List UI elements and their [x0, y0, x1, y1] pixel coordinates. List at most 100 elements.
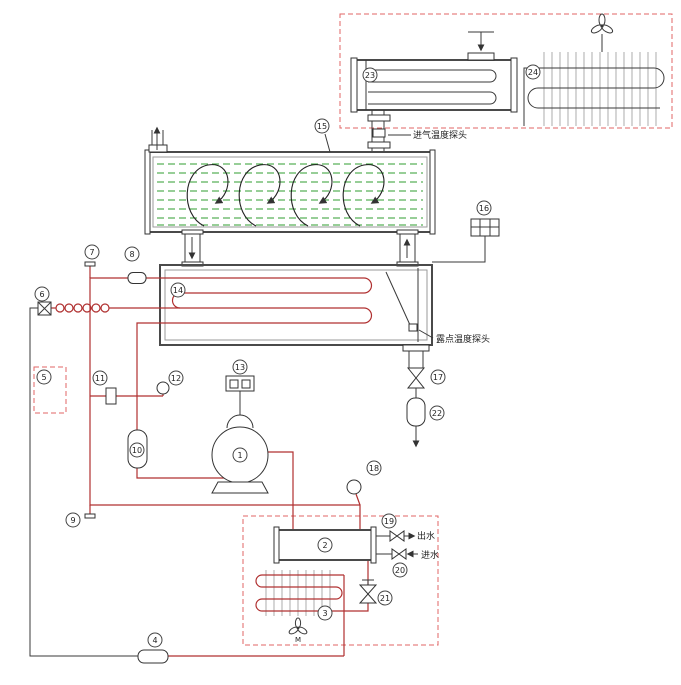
dew-point-probe-fitting [408, 323, 418, 332]
component-marker: 14 [170, 282, 186, 298]
water-cooled-condenser [273, 526, 418, 564]
flange [148, 144, 168, 153]
air-flow-streamlines [157, 163, 423, 226]
u-tube [368, 91, 497, 105]
flange [367, 114, 391, 122]
component-markers: 1 2 3 4 5 6 7 8 9 10 11 12 13 14 15 16 1… [34, 64, 541, 648]
water-out-label: 出水 [417, 530, 435, 542]
pressure-switch [225, 375, 255, 415]
coil-serpentine [527, 67, 665, 109]
compressor-base [211, 481, 269, 494]
component-marker: 13 [232, 359, 248, 375]
inlet-downcomer [367, 110, 391, 152]
svg-text:23: 23 [365, 71, 375, 80]
svg-text:6: 6 [39, 290, 44, 299]
svg-text:7: 7 [89, 248, 94, 257]
flange [181, 229, 204, 235]
component-marker: 1 [232, 447, 248, 463]
svg-text:10: 10 [132, 446, 142, 455]
pressure-gauge-icon [156, 381, 170, 395]
svg-text:22: 22 [432, 409, 442, 418]
capillary-coil [55, 303, 110, 313]
svg-text:18: 18 [369, 464, 379, 473]
component-marker: 24 [525, 64, 541, 80]
air-heat-exchanger-vessel [144, 126, 436, 235]
component-marker: 22 [429, 405, 445, 421]
svg-text:11: 11 [95, 374, 105, 383]
bypass-valve [84, 261, 96, 278]
component-marker: 23 [362, 67, 378, 83]
component-marker: 2 [317, 537, 333, 553]
component-marker: 5 [36, 369, 52, 385]
aftercooler-enclosure [339, 13, 673, 129]
svg-text:24: 24 [528, 68, 538, 77]
water-valve-icon [396, 530, 405, 542]
outlet-filter [406, 397, 426, 427]
air-outlet-chain [406, 367, 426, 448]
shell-hx-right-cap [510, 57, 518, 113]
shell-hx-body [355, 59, 513, 111]
svg-text:4: 4 [152, 636, 157, 645]
svg-text:13: 13 [235, 363, 245, 372]
water-valve-icon [389, 530, 398, 542]
water-valve-icon [398, 548, 407, 560]
inlet-temp-probe-fitting [372, 128, 386, 138]
svg-text:15: 15 [317, 122, 327, 131]
inlet-temp-probe-label: 进气温度探头 [413, 129, 467, 141]
component-marker: 4 [147, 632, 163, 648]
u-tube [368, 69, 497, 83]
evaporator-coil [160, 277, 373, 324]
valve-cap [84, 261, 96, 267]
component-marker: 6 [34, 286, 50, 302]
component-marker: 3 [317, 605, 333, 621]
component-marker: 20 [392, 562, 408, 578]
aftercooler-finned-coil [523, 52, 665, 126]
component-marker: 7 [84, 244, 100, 260]
component-marker: 21 [377, 590, 393, 606]
flange [367, 141, 391, 149]
component-marker: 16 [476, 200, 492, 216]
evaporator-vessel [159, 264, 433, 368]
inlet-flange [467, 52, 495, 61]
component-marker: 9 [65, 512, 81, 528]
turbulence-swirl-arrows [186, 164, 385, 227]
water-in-label: 进水 [421, 549, 439, 561]
sensor-lead [432, 236, 486, 263]
svg-text:21: 21 [380, 594, 390, 603]
inline-muffler [127, 272, 147, 284]
vessel-end-flange [144, 149, 151, 235]
flange [396, 229, 419, 235]
svg-text:14: 14 [173, 286, 183, 295]
flange [402, 344, 430, 352]
dew-point-sensor-box [432, 218, 500, 263]
svg-text:12: 12 [171, 374, 181, 383]
strainer [105, 387, 117, 405]
label-leader [418, 329, 434, 339]
inter-vessel-ducts [181, 229, 419, 267]
dew-point-probe-label: 露点温度探头 [436, 333, 490, 345]
svg-text:9: 9 [70, 516, 75, 525]
condenser-end-flange [370, 526, 377, 564]
component-marker: 12 [168, 370, 184, 386]
vent-stack [148, 126, 168, 153]
component-marker: 18 [366, 460, 382, 476]
drain-fitting [84, 505, 96, 519]
svg-text:3: 3 [322, 609, 327, 618]
liquid-line-valve [358, 579, 378, 604]
water-valve-icon [391, 548, 400, 560]
component-marker: 15 [314, 118, 330, 134]
svg-text:1: 1 [237, 451, 242, 460]
component-marker: 8 [124, 246, 140, 262]
fan-icon [590, 13, 614, 52]
outlet-valve-icon [406, 367, 426, 379]
svg-text:8: 8 [129, 250, 134, 259]
temp-sensor-lead [324, 133, 331, 153]
condensing-unit-enclosure [242, 515, 439, 646]
svg-text:16: 16 [479, 204, 489, 213]
control-box-enclosure [33, 366, 67, 414]
air-cooled-condenser-coil: M [255, 570, 344, 644]
svg-text:20: 20 [395, 566, 405, 575]
fan-motor-label: M [295, 636, 301, 644]
